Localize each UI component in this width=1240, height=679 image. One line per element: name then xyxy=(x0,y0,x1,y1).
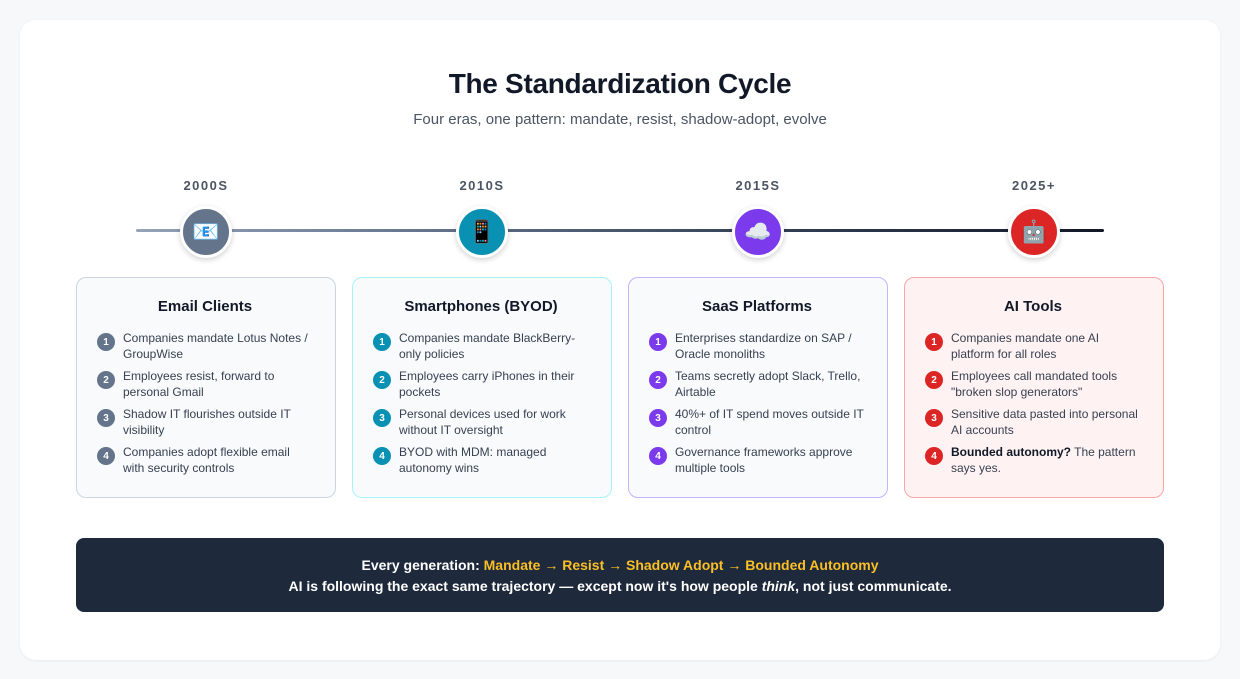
step-number-badge: 3 xyxy=(97,409,115,427)
step-text: Enterprises standardize on SAP / Oracle … xyxy=(675,331,852,361)
list-item: 2 Teams secretly adopt Slack, Trello, Ai… xyxy=(649,368,865,400)
era-panel-smartphones: Smartphones (BYOD) 1 Companies mandate B… xyxy=(352,277,612,498)
summary-banner: Every generation: Mandate → Resist → Sha… xyxy=(76,538,1164,612)
step-text: Companies adopt flexible email with secu… xyxy=(123,445,290,475)
list-item: 1 Enterprises standardize on SAP / Oracl… xyxy=(649,330,865,362)
step-number-badge: 1 xyxy=(649,333,667,351)
main-card: The Standardization Cycle Four eras, one… xyxy=(20,20,1220,660)
list-item: 3 Personal devices used for work without… xyxy=(373,406,589,438)
step-number-badge: 2 xyxy=(97,371,115,389)
era-label-2015s: 2015S xyxy=(735,178,781,193)
era-label-2000s: 2000S xyxy=(183,178,229,193)
banner-text-after: , not just communicate. xyxy=(795,578,952,594)
step-text: Companies mandate BlackBerry-only polici… xyxy=(399,331,576,361)
era-label-2010s: 2010S xyxy=(459,178,505,193)
step-number-badge: 4 xyxy=(925,447,943,465)
list-item: 1 Companies mandate Lotus Notes / GroupW… xyxy=(97,330,313,362)
list-item: 1 Companies mandate one AI platform for … xyxy=(925,330,1141,362)
cloud-icon: ☁️ xyxy=(732,206,784,258)
list-item: 2 Employees carry iPhones in their pocke… xyxy=(373,368,589,400)
list-item: 1 Companies mandate BlackBerry-only poli… xyxy=(373,330,589,362)
step-text: Employees call mandated tools "broken sl… xyxy=(951,369,1118,399)
list-item: 4 Governance frameworks approve multiple… xyxy=(649,444,865,476)
step-text: Shadow IT flourishes outside IT visibili… xyxy=(123,407,291,437)
step-text: 40%+ of IT spend moves outside IT contro… xyxy=(675,407,864,437)
step-number-badge: 4 xyxy=(373,447,391,465)
step-text: Sensitive data pasted into personal AI a… xyxy=(951,407,1138,437)
step-text: Personal devices used for work without I… xyxy=(399,407,566,437)
list-item: 2 Employees call mandated tools "broken … xyxy=(925,368,1141,400)
step-number-badge: 3 xyxy=(373,409,391,427)
robot-icon: 🤖 xyxy=(1008,206,1060,258)
step-text: Teams secretly adopt Slack, Trello, Airt… xyxy=(675,369,861,399)
step-text: Companies mandate Lotus Notes / GroupWis… xyxy=(123,331,308,361)
list-item: 4 BYOD with MDM: managed autonomy wins xyxy=(373,444,589,476)
step-number-badge: 2 xyxy=(925,371,943,389)
step-number-badge: 1 xyxy=(373,333,391,351)
era-panel-ai-tools: AI Tools 1 Companies mandate one AI plat… xyxy=(904,277,1164,498)
list-item: 3 Sensitive data pasted into personal AI… xyxy=(925,406,1141,438)
step-number-badge: 1 xyxy=(97,333,115,351)
list-item: 4 Companies adopt flexible email with se… xyxy=(97,444,313,476)
era-panel-saas-platforms: SaaS Platforms 1 Enterprises standardize… xyxy=(628,277,888,498)
step-list: 1 Companies mandate Lotus Notes / GroupW… xyxy=(97,330,313,476)
page-title: The Standardization Cycle xyxy=(448,68,792,99)
banner-line-1: Every generation: Mandate → Resist → Sha… xyxy=(76,555,1164,576)
panel-title: Smartphones (BYOD) xyxy=(404,298,558,315)
step-text: Governance frameworks approve multiple t… xyxy=(675,445,853,475)
banner-text-before: AI is following the exact same trajector… xyxy=(288,578,762,594)
list-item: 4 Bounded autonomy? The pattern says yes… xyxy=(925,444,1141,476)
step-text: BYOD with MDM: managed autonomy wins xyxy=(399,445,547,475)
panel-title: SaaS Platforms xyxy=(701,298,813,315)
list-item: 2 Employees resist, forward to personal … xyxy=(97,368,313,400)
step-text: Employees carry iPhones in their pockets xyxy=(399,369,575,399)
banner-prefix: Every generation: xyxy=(361,557,484,573)
step-emphasis: Bounded autonomy? xyxy=(951,445,1071,459)
list-item: 3 Shadow IT flourishes outside IT visibi… xyxy=(97,406,313,438)
era-panel-email-clients: Email Clients 1 Companies mandate Lotus … xyxy=(76,277,336,498)
step-number-badge: 3 xyxy=(925,409,943,427)
timeline-line xyxy=(136,229,1104,232)
step-text: Employees resist, forward to personal Gm… xyxy=(123,369,275,399)
list-item: 3 40%+ of IT spend moves outside IT cont… xyxy=(649,406,865,438)
step-number-badge: 2 xyxy=(649,371,667,389)
step-number-badge: 2 xyxy=(373,371,391,389)
step-number-badge: 3 xyxy=(649,409,667,427)
step-list: 1 Companies mandate BlackBerry-only poli… xyxy=(373,330,589,476)
banner-line-2: AI is following the exact same trajector… xyxy=(76,576,1164,597)
email-icon: 📧 xyxy=(180,206,232,258)
panel-title: Email Clients xyxy=(157,298,253,315)
smartphone-icon: 📱 xyxy=(456,206,508,258)
step-text: Companies mandate one AI platform for al… xyxy=(951,331,1100,361)
step-list: 1 Enterprises standardize on SAP / Oracl… xyxy=(649,330,865,476)
era-label-2025: 2025+ xyxy=(1011,178,1056,193)
step-number-badge: 4 xyxy=(97,447,115,465)
banner-pattern: Mandate → Resist → Shadow Adopt → Bounde… xyxy=(483,557,879,573)
panel-title: AI Tools xyxy=(1003,298,1063,315)
step-list: 1 Companies mandate one AI platform for … xyxy=(925,330,1141,476)
banner-emphasis: think xyxy=(761,578,796,594)
page-subtitle: Four eras, one pattern: mandate, resist,… xyxy=(413,111,827,128)
step-number-badge: 4 xyxy=(649,447,667,465)
step-number-badge: 1 xyxy=(925,333,943,351)
step-text: Bounded autonomy? The pattern says yes. xyxy=(951,444,1141,476)
step-text-rest: The pattern says yes. xyxy=(951,445,1136,475)
